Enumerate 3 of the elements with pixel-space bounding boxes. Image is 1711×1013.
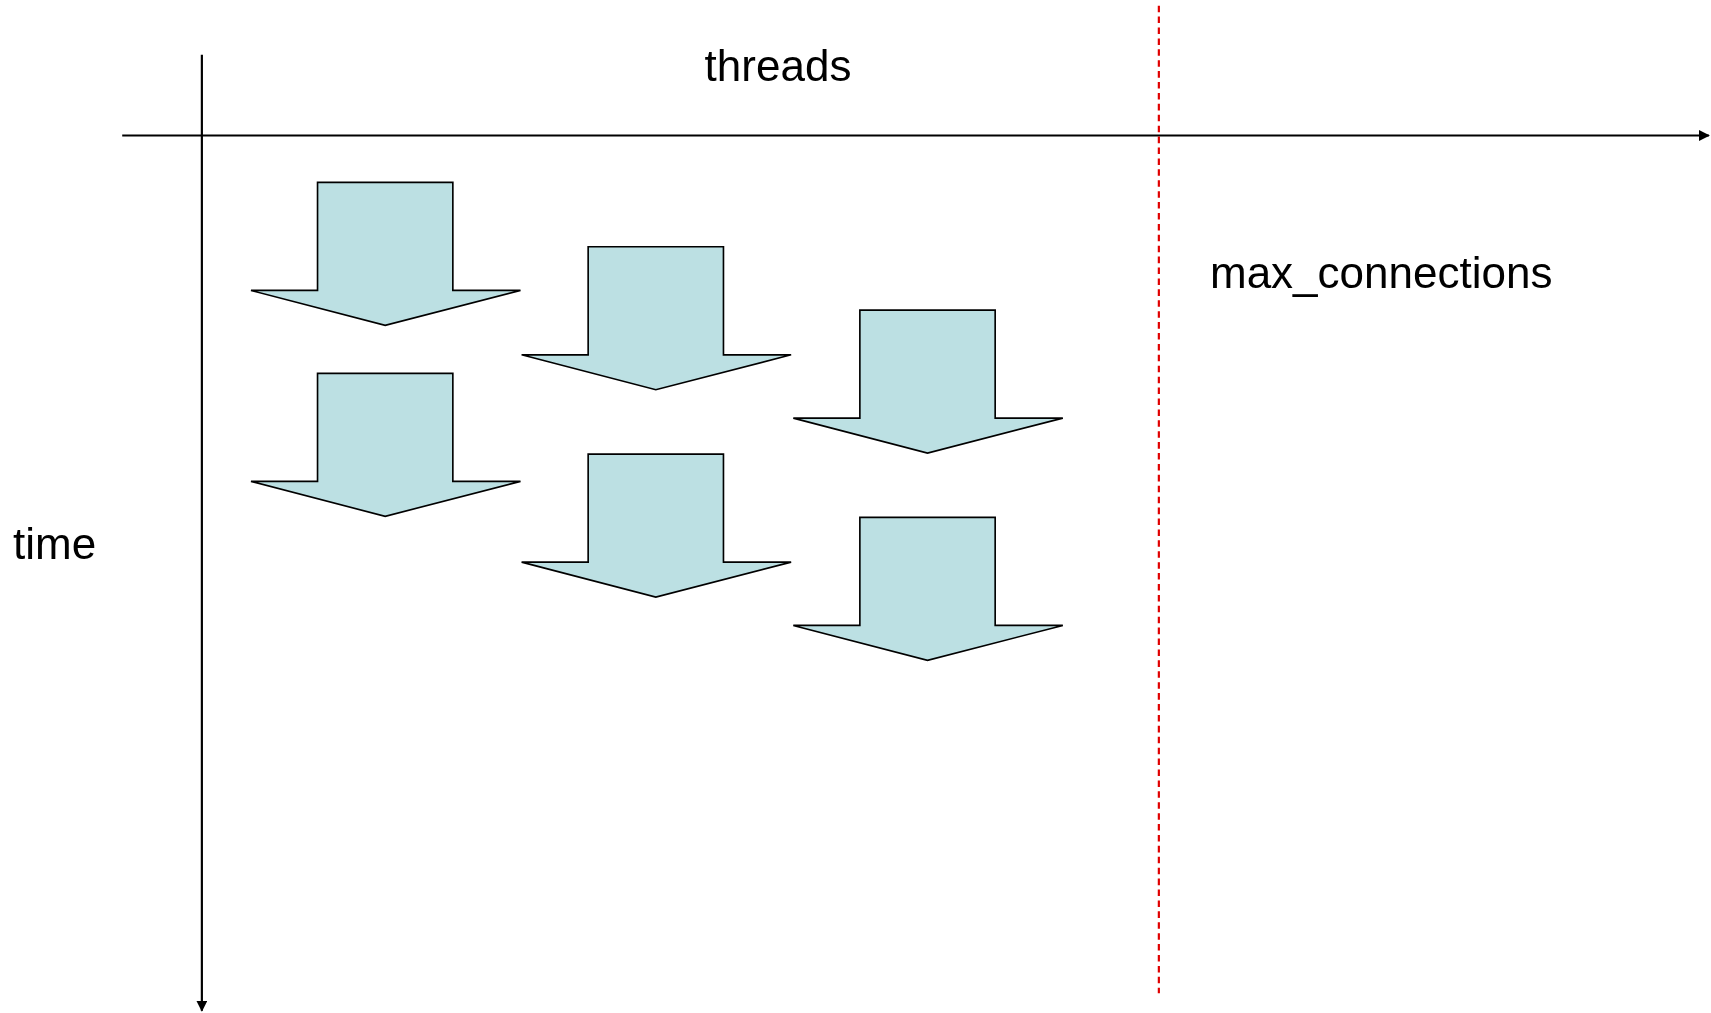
axis-label: threads <box>704 44 852 88</box>
limit-label: max_connections <box>1210 251 1553 295</box>
axis-label: time <box>13 522 97 566</box>
